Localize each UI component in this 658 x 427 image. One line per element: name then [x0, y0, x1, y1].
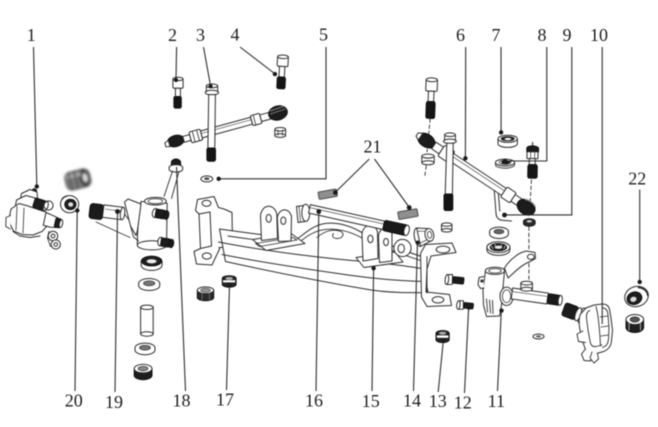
- svg-text:1: 1: [27, 25, 36, 45]
- svg-text:7: 7: [492, 25, 501, 45]
- svg-text:14: 14: [403, 391, 421, 411]
- svg-text:2: 2: [168, 25, 177, 45]
- svg-text:6: 6: [456, 25, 465, 45]
- svg-text:10: 10: [590, 25, 608, 45]
- svg-text:4: 4: [231, 25, 240, 45]
- svg-text:9: 9: [563, 25, 572, 45]
- svg-text:3: 3: [196, 25, 205, 45]
- svg-text:8: 8: [538, 25, 547, 45]
- svg-text:16: 16: [305, 391, 323, 411]
- svg-text:13: 13: [429, 391, 447, 411]
- svg-text:12: 12: [454, 393, 472, 413]
- svg-text:11: 11: [488, 391, 505, 411]
- svg-text:5: 5: [319, 25, 328, 45]
- svg-text:19: 19: [105, 392, 123, 412]
- svg-text:17: 17: [216, 390, 234, 410]
- svg-text:18: 18: [173, 391, 191, 411]
- svg-text:21: 21: [364, 137, 382, 157]
- svg-text:15: 15: [362, 391, 380, 411]
- svg-text:20: 20: [65, 391, 83, 411]
- svg-text:22: 22: [628, 169, 646, 189]
